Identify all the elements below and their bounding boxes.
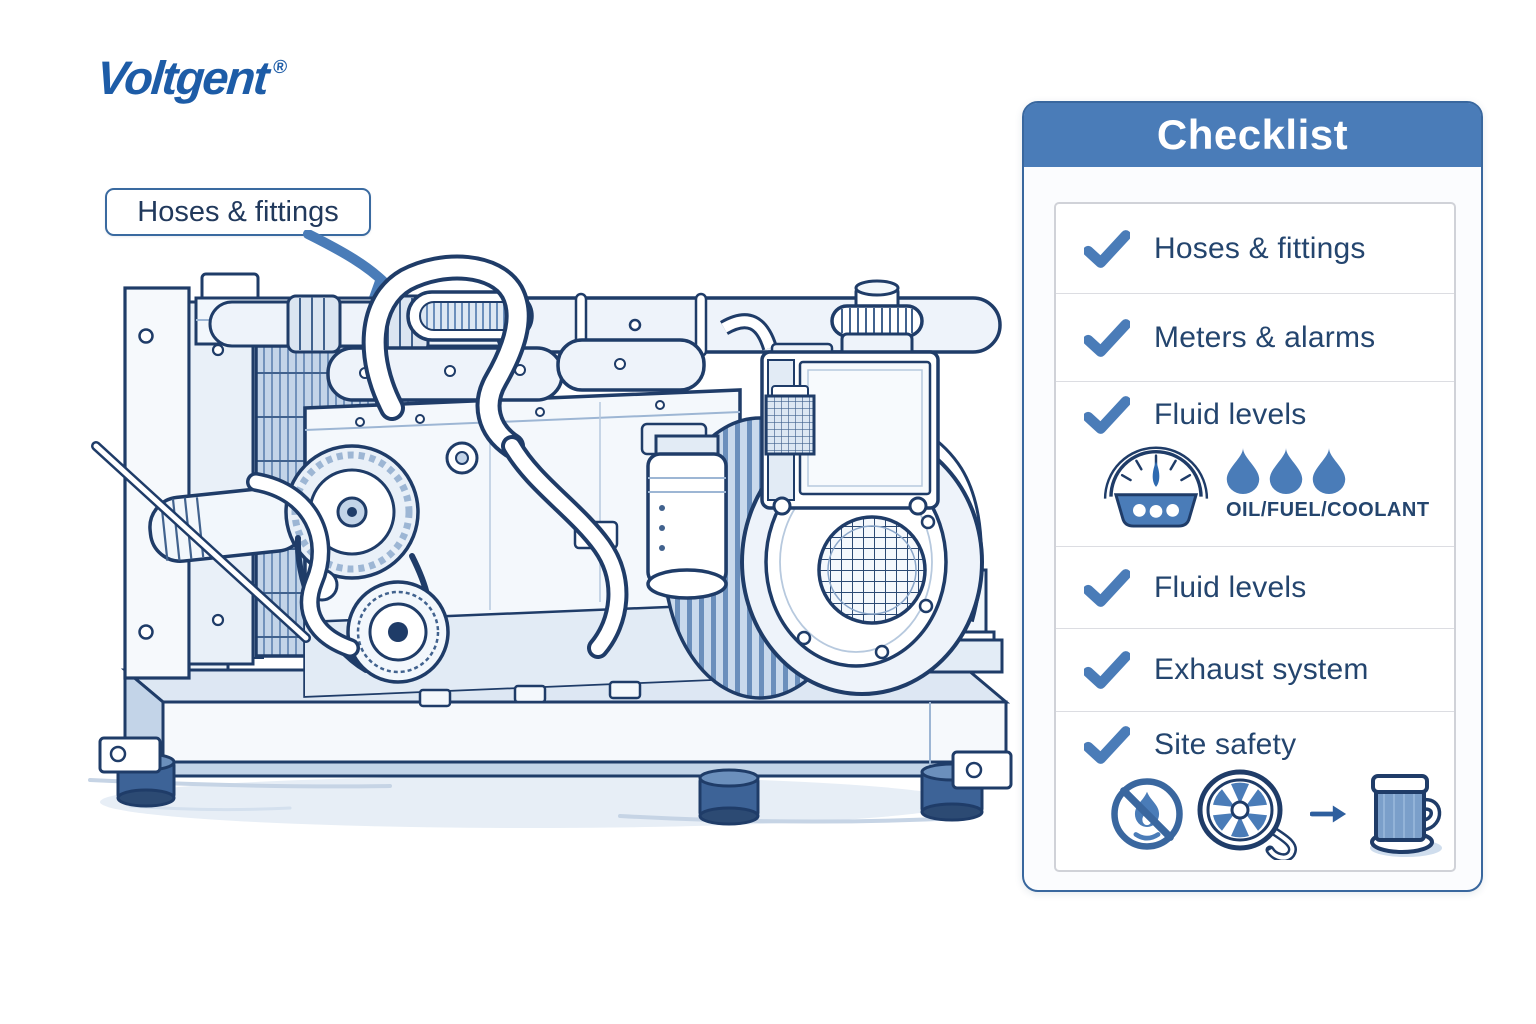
checklist-item-meters-alarms: Meters & alarms <box>1056 294 1454 382</box>
hose-coupling <box>286 294 342 354</box>
checkmark-icon <box>1084 396 1130 434</box>
filler-cap <box>830 279 924 360</box>
checkmark-icon <box>1084 726 1130 764</box>
checklist-card: Hoses & fittings Meters & alarms Fluid l… <box>1054 202 1456 872</box>
checkmark-icon <box>1084 318 1130 357</box>
oil-drop-icon <box>1226 448 1260 494</box>
brand-logo: Voltgent® <box>95 50 289 105</box>
coolant-drop-icon <box>1312 448 1346 494</box>
checklist-item-hoses-fittings: Hoses & fittings <box>1056 204 1454 294</box>
ground-shadow <box>88 776 962 828</box>
site-safety-detail <box>1108 768 1454 860</box>
item-label: Fluid levels <box>1154 398 1307 431</box>
item-label: Exhaust system <box>1154 653 1369 686</box>
fuel-filter <box>646 434 728 600</box>
intercooler-inlet <box>406 290 534 342</box>
generator-illustration <box>88 254 1013 828</box>
callout-hoses-fittings: Hoses & fittings <box>105 188 371 236</box>
checklist-panel: Checklist Hoses & fittings Meters & alar… <box>1022 101 1483 892</box>
checklist-item-site-safety: Site safety <box>1056 712 1454 870</box>
valve-cover <box>556 338 706 392</box>
fluids-legend: OIL/FUEL/COOLANT <box>1226 448 1430 528</box>
fuel-drop-icon <box>1269 448 1303 494</box>
item-label: Meters & alarms <box>1154 320 1376 354</box>
checklist-title: Checklist <box>1156 111 1349 158</box>
checklist-item-fluid-levels: Fluid levels <box>1056 382 1454 547</box>
alternator-mesh-grille <box>817 515 927 625</box>
item-label: Fluid levels <box>1154 570 1307 604</box>
arrow-right-icon <box>1310 805 1347 823</box>
checklist-header: Checklist <box>1024 103 1481 167</box>
registered-trademark: ® <box>272 57 289 78</box>
checklist-item-fluid-levels-2: Fluid levels <box>1056 547 1454 629</box>
coolant-hoses <box>246 254 629 659</box>
control-box-grille <box>764 394 816 456</box>
support-brace <box>91 441 311 643</box>
checkmark-icon <box>1084 568 1130 607</box>
control-box <box>719 279 940 516</box>
vibration-foot <box>698 768 760 826</box>
no-open-flame-icon <box>1111 778 1183 850</box>
ventilation-fan-icon <box>1197 769 1297 860</box>
fluids-caption: OIL/FUEL/COOLANT <box>1226 499 1430 521</box>
callout-label: Hoses & fittings <box>137 195 339 228</box>
fluid-levels-detail: OIL/FUEL/COOLANT <box>1102 436 1454 528</box>
checkmark-icon <box>1084 229 1130 268</box>
gauge-icon <box>1103 446 1209 528</box>
item-label: Hoses & fittings <box>1154 231 1366 265</box>
item-label: Site safety <box>1154 728 1297 761</box>
brand-logo-text: Voltgent <box>94 51 270 104</box>
fuel-can-icon <box>1370 774 1442 857</box>
checkmark-icon <box>1084 651 1130 689</box>
checklist-item-exhaust-system: Exhaust system <box>1056 629 1454 712</box>
